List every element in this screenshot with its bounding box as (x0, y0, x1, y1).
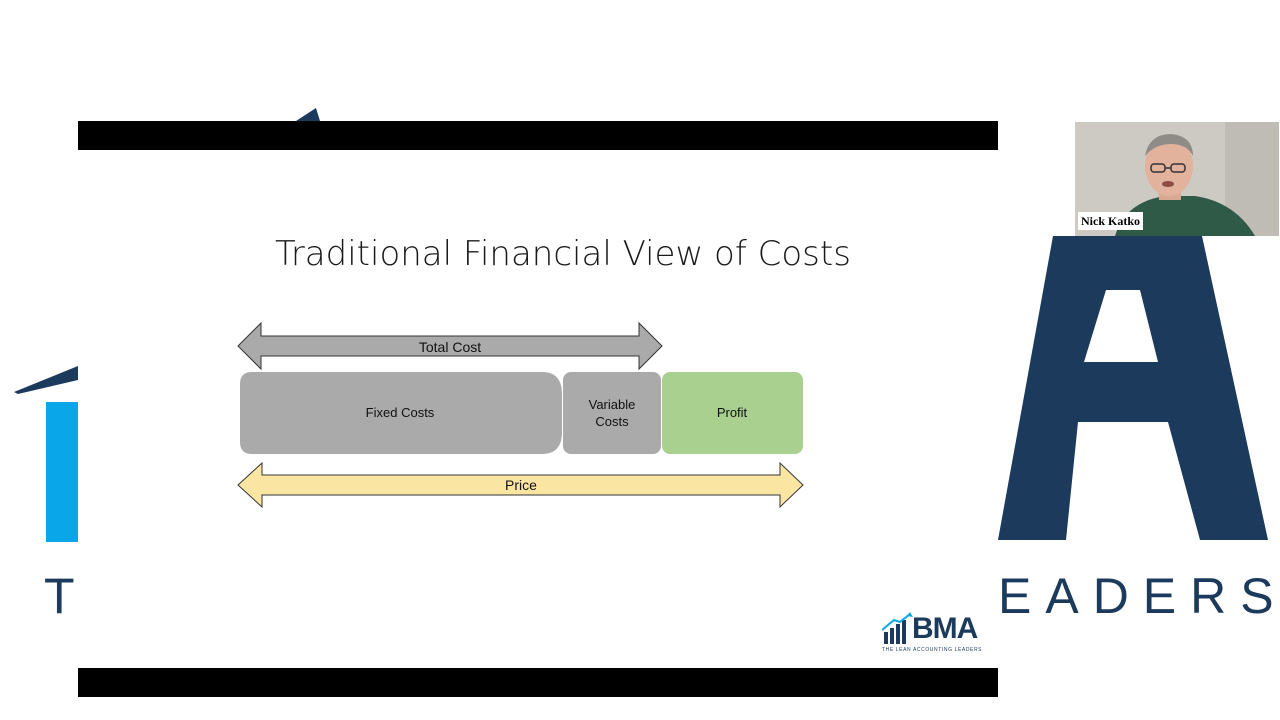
slide-title: Traditional Financial View of Costs (275, 234, 851, 274)
price-arrow (237, 461, 804, 509)
profit-label: Profit (717, 405, 748, 420)
fixed-costs-block (240, 372, 562, 454)
price-label: Price (505, 477, 537, 493)
bar-chart-arrow-icon (882, 612, 913, 644)
background-swoosh-top (296, 108, 320, 121)
profit-block (662, 372, 803, 454)
background-letter-a (998, 236, 1268, 540)
total-cost-label: Total Cost (419, 339, 481, 355)
background-text-right: EADERS (998, 568, 1280, 624)
fixed-costs-label: Fixed Costs (366, 405, 435, 420)
background-swoosh (14, 366, 78, 394)
cost-diagram: Total Cost Fixed Costs Variable Costs Pr… (237, 321, 804, 509)
brand-logo: BMA THE LEAN ACCOUNTING LEADERS (882, 612, 992, 662)
brand-name: BMA (912, 612, 978, 645)
participant-video (1075, 122, 1279, 236)
variable-costs-block (563, 372, 661, 454)
participant-video-tile[interactable]: Nick Katko (1075, 122, 1279, 236)
background-cyan-bar (46, 402, 78, 542)
variable-costs-label-line2: Costs (595, 414, 629, 429)
variable-costs-label-line1: Variable (589, 397, 636, 412)
background-text-left: T (44, 568, 89, 624)
participant-name-label: Nick Katko (1078, 212, 1144, 230)
brand-tagline: THE LEAN ACCOUNTING LEADERS (882, 647, 983, 653)
shared-screen: Traditional Financial View of Costs Tota… (78, 121, 998, 697)
total-cost-arrow (237, 321, 663, 371)
background-letter-a-counter (1084, 290, 1158, 362)
presentation-slide: Traditional Financial View of Costs Tota… (78, 150, 998, 668)
